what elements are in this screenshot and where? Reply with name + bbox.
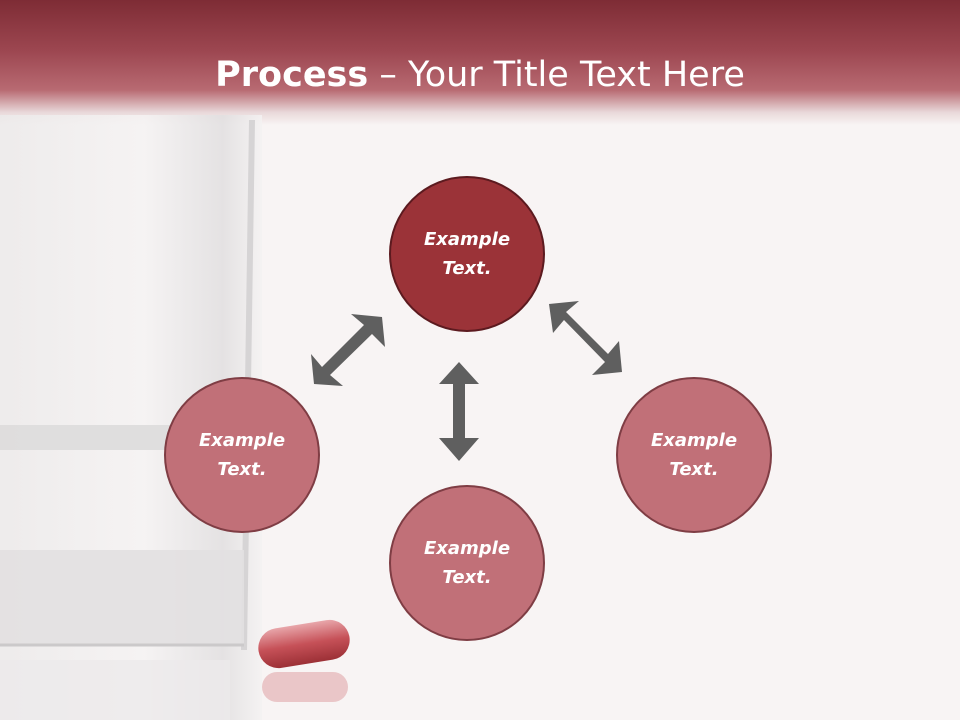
arrow-left-top (311, 314, 385, 386)
title-rest: – Your Title Text Here (368, 55, 745, 95)
red-pill (258, 619, 350, 702)
process-node-bottom: Example Text. (389, 485, 545, 641)
process-node-top: Example Text. (389, 176, 545, 332)
arrow-top-right (549, 301, 622, 375)
arrow-vertical (439, 362, 479, 461)
node-label: Example Text. (650, 430, 738, 480)
node-label: Example Text. (423, 538, 511, 588)
node-label: Example Text. (423, 229, 511, 279)
node-label: Example Text. (198, 430, 286, 480)
title-bold: Process (215, 55, 369, 95)
slide-title: Process – Your Title Text Here (0, 52, 960, 98)
process-node-right: Example Text. (616, 377, 772, 533)
process-node-left: Example Text. (164, 377, 320, 533)
title-bar (0, 0, 960, 125)
